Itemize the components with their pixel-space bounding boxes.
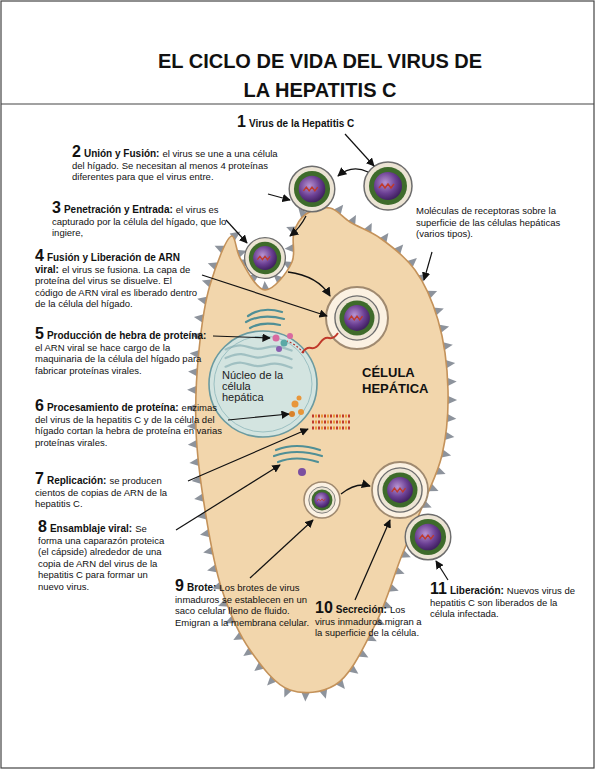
step-annotation: 4Fusión y Liberación de ARN viral:el vir… (35, 250, 200, 310)
step-description: el virus se fusiona. La capa de proteína… (35, 264, 197, 310)
free-virus (364, 162, 412, 210)
er-fold (276, 446, 320, 450)
leader-line (436, 561, 448, 580)
step-number: 7 (35, 470, 44, 487)
er-fold (246, 317, 284, 322)
step-annotation: 1Virus de la Hepatitis C (237, 116, 437, 130)
step-annotation: 9Brote:Los brotes de virus inmaduros se … (175, 580, 315, 628)
leader-line (213, 336, 270, 338)
step-number: 4 (35, 247, 44, 264)
cell-nucleus: Núcleo de la célula hepática (208, 330, 318, 438)
ribosome (273, 335, 280, 342)
step-number: 8 (38, 518, 47, 535)
leader-line (268, 194, 290, 200)
chromatin-fold (226, 363, 292, 368)
ribosome (287, 333, 293, 339)
step-annotation: 8Ensamblaje viral:Se forma una caparazón… (38, 521, 173, 592)
inner-membrane (214, 336, 312, 432)
step-annotation: 7Replicación:se producen cientos de copi… (35, 473, 185, 510)
protein-fragment (289, 411, 295, 417)
entering-virus (245, 238, 286, 279)
step-heading: Brote: (187, 582, 216, 593)
step-annotation: 5Producción de hebra de proteína:el ARN … (35, 328, 210, 376)
step-heading: Ensamblaje viral: (50, 523, 132, 534)
released-virus (405, 514, 451, 560)
step-heading: Penetración y Entrada: (64, 204, 173, 215)
nucleus-label: Núcleo de la célula hepática (222, 370, 290, 403)
ribosome (281, 340, 288, 347)
chromatin-fold (226, 345, 292, 350)
step-annotation: 6Procesamiento de proteína:enzimas del v… (35, 400, 225, 448)
chromatin-fold (226, 354, 292, 359)
step-number: 6 (35, 397, 44, 414)
step-number: 9 (175, 577, 184, 594)
cell-label: CÉLULA HEPÁTICA (362, 365, 447, 397)
step-number: 11 (430, 580, 447, 597)
fusion-vesicle (326, 287, 388, 349)
step-heading: Producción de hebra de proteína: (47, 330, 206, 341)
ribosome (276, 346, 282, 352)
step-number: 1 (237, 113, 246, 130)
step-description: el ARN viral se hace cargo de la maquina… (35, 342, 201, 376)
step-heading: Liberación: (450, 585, 504, 596)
secretion-vesicle (372, 462, 428, 518)
leader-line (424, 252, 432, 280)
er-membrane (246, 310, 322, 462)
protein-fragment (298, 409, 304, 415)
attaching-virus (289, 166, 335, 212)
er-fold (274, 452, 322, 456)
step-number: 3 (52, 199, 61, 216)
step-annotation: Moléculas de receptoras sobre la superfi… (416, 205, 566, 240)
leader-lines (176, 134, 448, 600)
immature-virus (309, 487, 335, 513)
capsid-protein (298, 468, 306, 476)
rna-copies (312, 416, 350, 428)
er-fold (278, 459, 318, 463)
step-annotation: 10Secreción:Los virus inmaduros migran a… (315, 602, 425, 639)
released-rna (302, 333, 338, 353)
step-number: 10 (315, 599, 333, 616)
step-annotation: 3Penetración y Entrada:el virus es captu… (52, 202, 227, 239)
leader-line (228, 414, 289, 420)
leader-line (202, 275, 327, 316)
protein-fragment (292, 401, 299, 408)
step-heading: Procesamiento de proteína: (47, 402, 179, 413)
movement-arrows (288, 169, 370, 494)
step-number: 2 (72, 143, 81, 160)
leader-line (176, 465, 280, 530)
rna-to-ribosome (287, 341, 304, 353)
step-heading: Virus de la Hepatitis C (249, 118, 354, 129)
movement-arrow (290, 216, 306, 236)
movement-arrow (288, 272, 330, 296)
fusing-virus (335, 296, 379, 340)
leader-line (355, 520, 390, 600)
step-annotation: 2Unión y Fusión:el virus se une a una cé… (72, 146, 287, 183)
title-divider (1, 103, 594, 104)
step-heading: Secreción: (336, 604, 387, 615)
leader-line (250, 520, 313, 578)
diagram-title: EL CICLO DE VIDA DEL VIRUS DE LA HEPATIT… (149, 47, 491, 105)
er-fold (248, 310, 282, 316)
step-number: 5 (35, 325, 44, 342)
nuclear-envelope (209, 331, 317, 437)
step-annotation: 11Liberación:Nuevos virus de hepatitis C… (430, 583, 575, 620)
leader-line (188, 429, 308, 481)
step-heading: Replicación: (47, 475, 106, 486)
protein-fragment (297, 396, 302, 401)
er-fold (250, 324, 280, 328)
step-heading: Unión y Fusión: (84, 148, 160, 159)
step-description: Moléculas de receptoras sobre la superfi… (416, 205, 560, 239)
movement-arrow (341, 485, 370, 494)
leader-line (345, 134, 374, 166)
movement-arrow (338, 169, 368, 176)
leader-line (226, 220, 247, 243)
secreted-virus (378, 468, 422, 512)
rna-copies (312, 416, 350, 428)
bud-vesicle (304, 482, 340, 518)
